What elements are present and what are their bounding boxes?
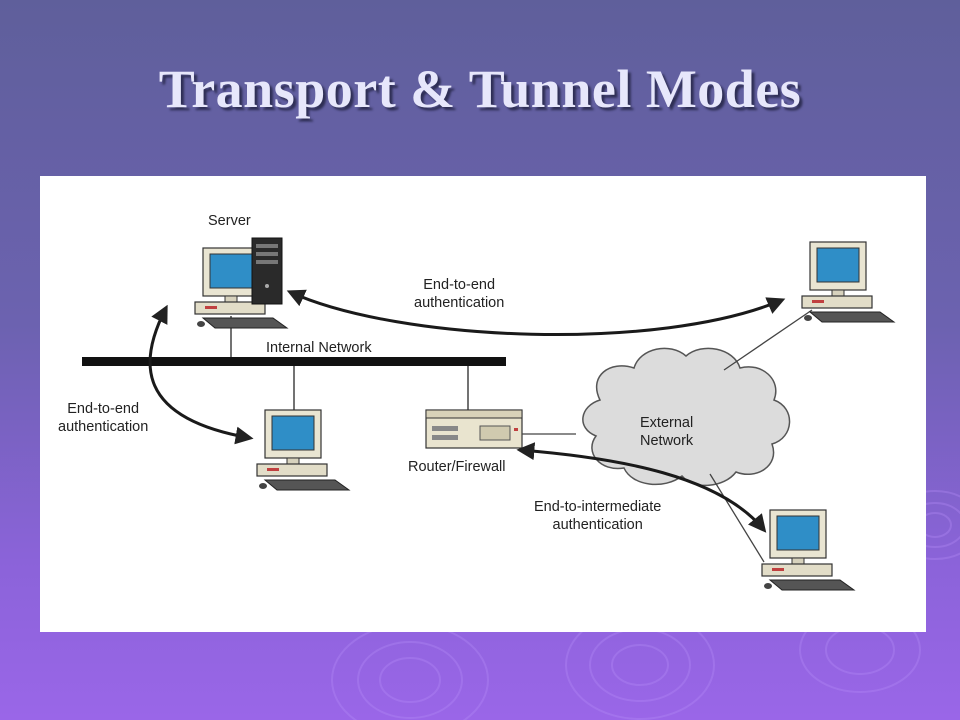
e2e-left-label: End-to-end authentication	[58, 400, 148, 436]
e2e-left-label-line1: End-to-end	[67, 401, 140, 417]
e2e-left-arrow	[148, 304, 254, 445]
e2i-arrow	[516, 442, 767, 533]
e2i-label: End-to-intermediate authentication	[534, 498, 661, 534]
slide-title: Transport & Tunnel Modes	[158, 59, 802, 119]
router-firewall-icon	[425, 409, 523, 449]
router-firewall-label: Router/Firewall	[408, 459, 506, 475]
cloud-top-remote-link	[723, 309, 813, 371]
external-network-label-line1: External	[640, 415, 694, 431]
network-diagram: Server Internal Network End-to-end authe…	[40, 176, 926, 632]
server-icon	[194, 237, 288, 329]
e2i-label-line1: End-to-intermediate	[534, 499, 662, 515]
e2e-top-label-line2: authentication	[414, 295, 505, 311]
internal-network-bus	[82, 357, 506, 366]
remote-computer-top-icon	[801, 241, 895, 323]
cloud-bottom-remote-link	[709, 473, 765, 563]
external-network-label-line2: Network	[640, 433, 694, 449]
e2e-top-label: End-to-end authentication	[414, 276, 504, 312]
e2e-top-arrow	[286, 289, 786, 336]
e2i-label-line2: authentication	[552, 517, 643, 533]
internal-network-label: Internal Network	[266, 340, 372, 356]
external-network-label: External Network	[640, 414, 693, 450]
internal-client-computer-icon	[256, 409, 350, 491]
remote-computer-bottom-icon	[761, 509, 855, 591]
server-label: Server	[208, 213, 251, 229]
e2e-top-label-line1: End-to-end	[423, 277, 496, 293]
e2e-left-label-line2: authentication	[58, 419, 149, 435]
